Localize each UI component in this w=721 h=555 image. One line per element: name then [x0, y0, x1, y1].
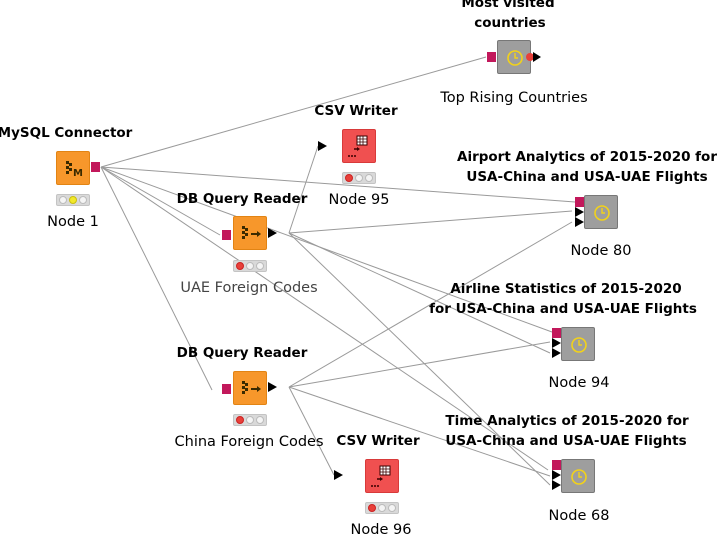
db-query-reader-node-box[interactable] — [233, 371, 267, 405]
output-port[interactable] — [526, 53, 534, 61]
node-title-line1: Time Analytics of 2015-2020 for — [445, 413, 689, 429]
status-traffic-light — [233, 414, 267, 426]
node-top-rising-countries[interactable]: Most visited countries Top Rising Countr… — [0, 0, 587, 106]
node-label: Node 95 — [328, 192, 390, 208]
node-title: MySQL Connector — [0, 125, 133, 141]
table-input-port[interactable] — [552, 480, 561, 490]
status-traffic-light — [342, 172, 376, 184]
node-csv-writer-96[interactable]: CSV Writer Node 96 — [0, 0, 419, 538]
db-input-port[interactable] — [552, 328, 561, 338]
node-title-line1: Airline Statistics of 2015-2020 — [450, 281, 682, 297]
connection — [288, 210, 573, 234]
node-label: Node 1 — [47, 214, 99, 230]
clock-icon — [571, 469, 587, 485]
node-94[interactable]: Airline Statistics of 2015-2020 for USA-… — [0, 0, 697, 391]
node-label: Node 80 — [570, 243, 632, 259]
connection — [100, 166, 213, 391]
node-label: Node 94 — [548, 375, 610, 391]
table-input-port[interactable] — [552, 470, 561, 480]
database-arrow-icon — [242, 226, 261, 239]
status-traffic-light — [233, 260, 267, 272]
node-title-line2: for USA-China and USA-UAE Flights — [429, 301, 697, 317]
node-mysql-connector[interactable]: MySQL Connector M Node 1 — [0, 0, 132, 230]
node-80[interactable]: Airport Analytics of 2015-2020 for USA-C… — [0, 0, 717, 259]
connection — [100, 166, 576, 203]
node-db-query-reader-china[interactable]: DB Query Reader China Foreign Codes — [0, 0, 324, 450]
component-node-box[interactable] — [561, 459, 595, 493]
node-title-line2: countries — [474, 15, 546, 31]
connection — [288, 232, 551, 486]
db-input-port[interactable] — [222, 230, 231, 240]
svg-text:M: M — [73, 168, 83, 179]
component-node-box[interactable] — [584, 195, 618, 229]
node-title-line2: USA-China and USA-UAE Flights — [445, 433, 687, 449]
db-input-port[interactable] — [487, 52, 496, 62]
node-db-query-reader-uae[interactable]: DB Query Reader UAE Foreign Codes — [0, 0, 318, 296]
node-title: DB Query Reader — [176, 345, 308, 361]
status-traffic-light — [365, 502, 399, 514]
db-query-reader-node-box[interactable] — [233, 216, 267, 250]
database-m-icon: M — [66, 161, 83, 179]
node-title: DB Query Reader — [176, 191, 308, 207]
table-input-port[interactable] — [552, 348, 561, 358]
node-title-line1: Most visited — [461, 0, 555, 11]
table-input-port[interactable] — [552, 338, 561, 348]
connection — [288, 221, 573, 388]
db-output-port[interactable] — [91, 162, 100, 172]
connection — [288, 386, 551, 477]
table-output-port[interactable] — [268, 382, 277, 392]
connection — [100, 166, 549, 471]
connection — [100, 166, 553, 333]
table-input-port[interactable] — [575, 207, 584, 217]
component-node-box[interactable] — [561, 327, 595, 361]
db-input-port[interactable] — [575, 197, 584, 207]
node-title: CSV Writer — [336, 433, 420, 449]
db-input-port[interactable] — [222, 384, 231, 394]
mysql-connector-node-box[interactable]: M — [56, 151, 90, 185]
node-label: UAE Foreign Codes — [180, 280, 318, 296]
csv-writer-node-box[interactable] — [342, 129, 376, 163]
table-input-port[interactable] — [575, 217, 584, 227]
table-export-icon — [348, 135, 368, 157]
clock-icon — [571, 337, 587, 353]
clock-icon — [594, 205, 610, 221]
connection — [100, 56, 487, 168]
db-input-port[interactable] — [552, 460, 561, 470]
connection — [288, 232, 551, 354]
node-label: Node 96 — [350, 522, 412, 538]
node-label: China Foreign Codes — [174, 434, 324, 450]
connection — [288, 341, 551, 388]
node-68[interactable]: Time Analytics of 2015-2020 for USA-Chin… — [0, 0, 688, 524]
database-arrow-icon — [242, 381, 261, 394]
node-label: Node 68 — [548, 508, 610, 524]
table-output-port[interactable] — [268, 228, 277, 238]
node-csv-writer-95[interactable]: CSV Writer Node 95 — [0, 0, 397, 208]
status-traffic-light — [56, 194, 90, 206]
output-arrow-icon — [533, 52, 541, 62]
connection — [288, 386, 335, 476]
csv-writer-node-box[interactable] — [365, 459, 399, 493]
connection — [288, 145, 319, 234]
connection — [100, 166, 221, 236]
clock-icon — [507, 50, 523, 66]
table-export-icon — [371, 465, 391, 487]
node-title-line2: USA-China and USA-UAE Flights — [466, 169, 708, 185]
node-title: CSV Writer — [314, 103, 398, 119]
node-title-line1: Airport Analytics of 2015-2020 for — [456, 149, 718, 165]
node-label: Top Rising Countries — [440, 90, 588, 106]
